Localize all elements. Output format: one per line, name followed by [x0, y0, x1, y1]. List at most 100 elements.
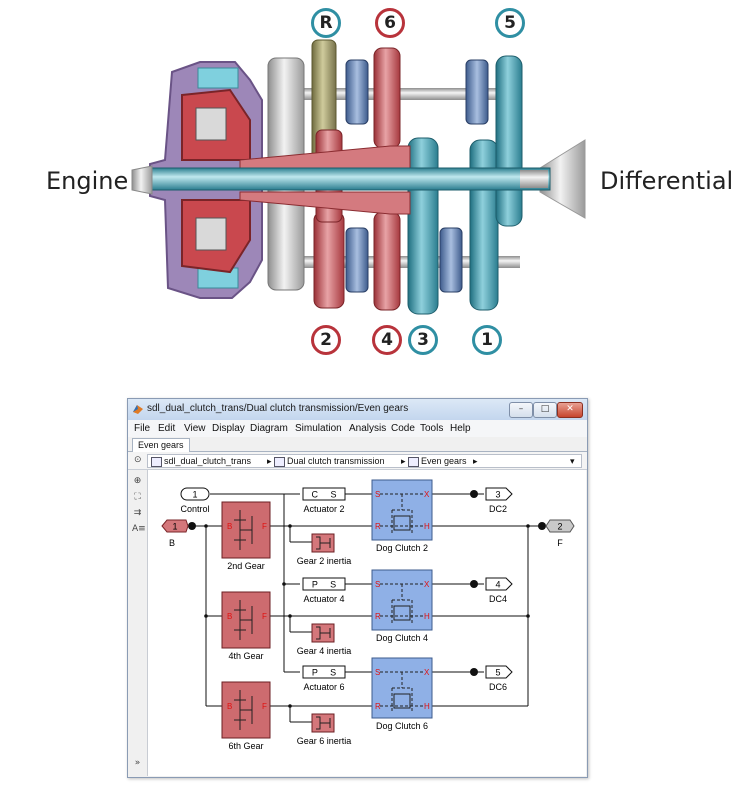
dc4-outport[interactable]: 4 DC4: [485, 577, 513, 604]
gear-4: [373, 211, 401, 311]
menu-help[interactable]: Help: [450, 423, 471, 434]
transmission-illustration: [131, 39, 586, 315]
zoom-icon[interactable]: ⊕: [133, 476, 142, 486]
gear-badge-4: 4: [372, 325, 402, 355]
svg-text:B: B: [227, 522, 232, 531]
actuator-2-label: Actuator 2: [303, 504, 344, 514]
svg-text:X: X: [424, 580, 430, 589]
svg-text:R: R: [375, 522, 381, 531]
gear-2-inertia[interactable]: Gear 2 inertia: [297, 533, 352, 566]
menu-edit[interactable]: Edit: [158, 423, 176, 434]
arrows-icon[interactable]: ⇉: [133, 508, 142, 518]
dog-clutch-6-label: Dog Clutch 6: [376, 721, 428, 731]
actuator-4[interactable]: P S Actuator 4: [302, 577, 346, 604]
svg-text:S: S: [375, 580, 380, 589]
annotation-icon[interactable]: A≡: [132, 524, 146, 534]
block-diagram: 1 Control 1 B 2 F 3 DC2: [161, 479, 575, 751]
breadcrumb-even-gears[interactable]: Even gears: [421, 456, 467, 466]
gear-6th-label: 6th Gear: [228, 741, 263, 751]
dc6-outport[interactable]: 5 DC6: [485, 665, 513, 692]
window-title: sdl_dual_clutch_trans/Dual clutch transm…: [147, 403, 409, 414]
tab-even-gears[interactable]: Even gears: [132, 438, 190, 452]
dc6-label: DC6: [489, 682, 507, 692]
gear-badge-5: 5: [495, 8, 525, 38]
svg-text:4: 4: [495, 580, 500, 590]
subsystem-icon: [274, 457, 285, 467]
dog-clutch-2[interactable]: S X R H Dog Clutch 2: [371, 479, 433, 553]
synchro-r6: [345, 59, 369, 125]
gear-6: [373, 47, 401, 149]
model-icon: [151, 457, 162, 467]
svg-text:R: R: [375, 612, 381, 621]
gear-badge-2: 2: [311, 325, 341, 355]
menu-analysis[interactable]: Analysis: [349, 423, 387, 434]
gear-badge-3: 3: [408, 325, 438, 355]
gear-badge-r: R: [311, 8, 341, 38]
maximize-button[interactable]: □: [533, 402, 557, 418]
svg-text:X: X: [424, 668, 430, 677]
svg-text:H: H: [424, 522, 430, 531]
tab-row: Even gears: [128, 437, 587, 452]
svg-text:1: 1: [172, 522, 177, 532]
svg-text:F: F: [262, 522, 267, 531]
dc2-outport[interactable]: 3 DC2: [485, 487, 513, 514]
menu-view[interactable]: View: [184, 423, 206, 434]
gear-4-inertia-label: Gear 4 inertia: [297, 646, 352, 656]
menu-display[interactable]: Display: [212, 423, 245, 434]
gear-3: [407, 137, 439, 315]
actuator-6[interactable]: P S Actuator 6: [302, 665, 346, 692]
breadcrumb-root[interactable]: sdl_dual_clutch_trans: [164, 456, 252, 466]
close-button[interactable]: ✕: [557, 402, 583, 418]
svg-text:F: F: [262, 612, 267, 621]
dog-clutch-6[interactable]: S X R H Dog Clutch 6: [371, 657, 433, 731]
gear-2nd-label: 2nd Gear: [227, 561, 265, 571]
menu-code[interactable]: Code: [391, 423, 415, 434]
menu-file[interactable]: File: [134, 423, 151, 434]
svg-text:P S: P S: [312, 668, 336, 678]
breadcrumb-dropdown-icon[interactable]: ▾: [570, 456, 575, 466]
gear-5: [495, 55, 523, 227]
dog-clutch-4[interactable]: S X R H Dog Clutch 4: [371, 569, 433, 643]
svg-text:3: 3: [495, 490, 500, 500]
gear-4-inertia[interactable]: Gear 4 inertia: [297, 623, 352, 656]
main-shaft: [149, 167, 551, 191]
gear-block-2nd[interactable]: B F 2nd Gear: [221, 501, 271, 571]
actuator-4-label: Actuator 4: [303, 594, 344, 604]
gear-6-inertia-label: Gear 6 inertia: [297, 736, 352, 746]
dc4-label: DC4: [489, 594, 507, 604]
hide-explorer-icon[interactable]: ⊙: [134, 454, 142, 464]
b-port[interactable]: 1 B: [161, 519, 189, 548]
gear-block-6th[interactable]: B F 6th Gear: [221, 681, 271, 751]
menu-tools[interactable]: Tools: [420, 423, 444, 434]
model-canvas[interactable]: 1 Control 1 B 2 F 3 DC2: [148, 470, 586, 776]
breadcrumb-separator-icon: ▸: [401, 456, 406, 466]
svg-text:S: S: [375, 668, 380, 677]
expand-toolbar-icon[interactable]: »: [134, 758, 141, 768]
gear-block-4th[interactable]: B F 4th Gear: [221, 591, 271, 661]
actuator-2[interactable]: C S Actuator 2: [302, 487, 346, 514]
simulink-window: sdl_dual_clutch_trans/Dual clutch transm…: [127, 398, 588, 778]
fit-view-icon[interactable]: ⛶: [134, 492, 141, 502]
svg-text:S: S: [375, 490, 380, 499]
f-port-label: F: [557, 538, 563, 548]
svg-text:B: B: [227, 612, 232, 621]
dog-clutch-4-label: Dog Clutch 4: [376, 633, 428, 643]
title-bar[interactable]: sdl_dual_clutch_trans/Dual clutch transm…: [128, 399, 587, 420]
svg-text:H: H: [424, 702, 430, 711]
menu-bar: File Edit View Display Diagram Simulatio…: [128, 420, 587, 437]
menu-simulation[interactable]: Simulation: [295, 423, 342, 434]
breadcrumb-dct[interactable]: Dual clutch transmission: [287, 456, 385, 466]
menu-diagram[interactable]: Diagram: [250, 423, 288, 434]
gear-4th-label: 4th Gear: [228, 651, 263, 661]
minimize-button[interactable]: –: [509, 402, 533, 418]
actuator-6-label: Actuator 6: [303, 682, 344, 692]
control-inport[interactable]: 1 Control: [180, 487, 210, 514]
breadcrumb-box: sdl_dual_clutch_trans ▸ Dual clutch tran…: [147, 454, 582, 468]
svg-text:C S: C S: [311, 490, 336, 500]
engine-input-stub: [131, 165, 153, 195]
gear-6-inertia[interactable]: Gear 6 inertia: [297, 713, 352, 746]
svg-text:2: 2: [557, 522, 562, 532]
gear-badge-6: 6: [375, 8, 405, 38]
f-port[interactable]: 2 F: [545, 519, 575, 548]
synchro-24: [345, 227, 369, 293]
